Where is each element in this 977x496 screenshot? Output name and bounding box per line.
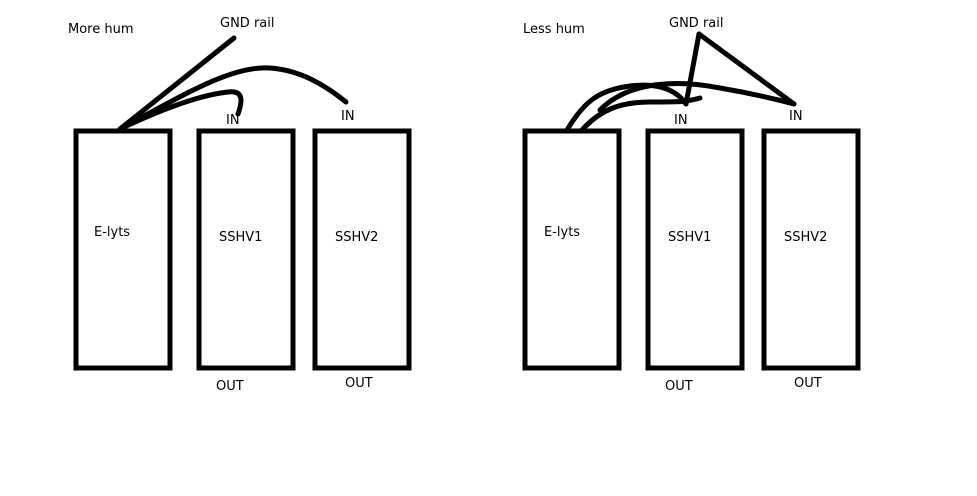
panel-less-hum: Less hum GND rail E-lyts SSHV1 SSHV2 IN … <box>522 16 861 394</box>
gnd-rail-label: GND rail <box>669 16 723 31</box>
sshv2-box <box>312 128 412 371</box>
wire-elyts-to-gnd-rail <box>117 35 237 132</box>
gnd-rail-label: GND rail <box>220 16 274 31</box>
sshv2-in-label: IN <box>341 109 355 124</box>
elyts-label: E-lyts <box>544 225 580 240</box>
elyts-label: E-lyts <box>94 225 130 240</box>
wire-sshv1-in-to-gnd-rail <box>683 31 702 107</box>
sshv2-label: SSHV2 <box>335 230 378 245</box>
sshv1-in-label: IN <box>674 113 688 128</box>
sshv1-label: SSHV1 <box>219 230 262 245</box>
panel-title: More hum <box>68 22 134 37</box>
sshv1-out-label: OUT <box>665 379 693 394</box>
sshv1-box <box>196 128 296 371</box>
sshv2-out-label: OUT <box>345 376 373 391</box>
wire-elyts-to-sshv1-in <box>564 82 689 133</box>
elyts-box <box>522 128 622 371</box>
sshv2-label: SSHV2 <box>784 230 827 245</box>
sshv2-in-label: IN <box>789 109 803 124</box>
sshv1-in-label: IN <box>226 113 240 128</box>
sshv1-out-label: OUT <box>216 379 244 394</box>
elyts-box <box>73 128 173 371</box>
sshv1-label: SSHV1 <box>668 230 711 245</box>
sshv2-box <box>761 128 861 371</box>
wire-loop-to-sshv2-in <box>597 80 797 113</box>
sshv2-out-label: OUT <box>794 376 822 391</box>
panel-title: Less hum <box>523 22 585 37</box>
sshv1-box <box>645 128 745 371</box>
wire-gnd-rail-to-sshv2-in <box>696 31 797 107</box>
panel-more-hum: More hum GND rail E-lyts SSHV1 SSHV2 IN … <box>68 16 412 394</box>
wire-elyts-to-sshv2-in <box>117 65 349 132</box>
